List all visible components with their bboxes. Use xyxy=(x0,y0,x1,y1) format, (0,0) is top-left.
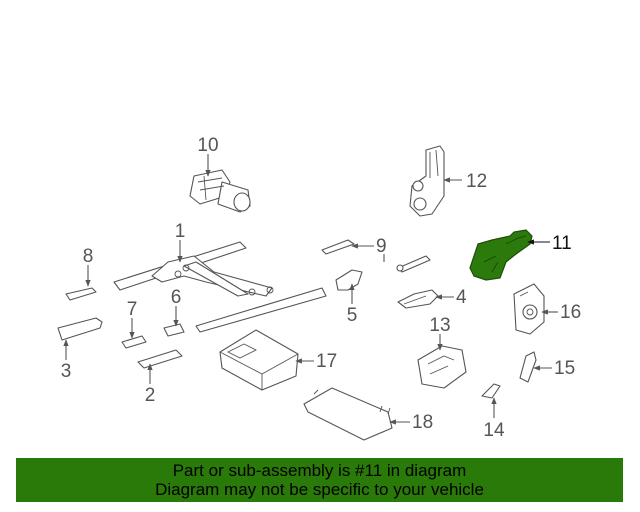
part-5-bracket[interactable] xyxy=(335,269,363,291)
part-18-tray[interactable] xyxy=(303,387,393,441)
callout-8: 8 xyxy=(83,246,94,267)
callout-5: 5 xyxy=(347,305,358,326)
part-4-trim-cover[interactable] xyxy=(397,289,439,309)
part-12-recliner-motor[interactable] xyxy=(409,145,445,217)
part-1-seat-track-frame[interactable] xyxy=(113,241,327,333)
callout-10: 10 xyxy=(197,135,218,156)
part-13-switch-bezel[interactable] xyxy=(417,345,467,389)
part-16-lumbar-switch[interactable] xyxy=(513,283,545,335)
callout-7: 7 xyxy=(127,299,138,320)
part-8-trim-cover[interactable] xyxy=(65,287,97,301)
callout-15: 15 xyxy=(554,358,575,379)
callout-17: 17 xyxy=(316,351,337,372)
callout-6: 6 xyxy=(171,287,182,308)
part-15-trim-piece[interactable] xyxy=(519,351,537,383)
part-11-highlighted-switch[interactable] xyxy=(469,229,533,281)
callout-11: 11 xyxy=(552,233,572,254)
part-2-trim-cover[interactable] xyxy=(137,349,183,369)
part-17-control-module[interactable] xyxy=(219,329,299,391)
callout-14: 14 xyxy=(483,420,505,441)
callout-12: 12 xyxy=(466,171,487,192)
callout-labels: 10 12 1 8 9 11 6 7 4 5 16 13 3 17 15 2 1… xyxy=(61,135,581,441)
callout-18: 18 xyxy=(412,412,433,433)
part-10-seat-motor[interactable] xyxy=(189,169,251,213)
part-info-banner: Part or sub-assembly is #11 in diagram D… xyxy=(16,458,623,502)
callout-4: 4 xyxy=(456,287,467,308)
callout-16: 16 xyxy=(560,302,581,323)
part-14-trim-piece[interactable] xyxy=(481,383,501,399)
banner-line-part-number: Part or sub-assembly is #11 in diagram xyxy=(172,461,467,480)
callout-2: 2 xyxy=(145,385,156,406)
part-7-trim-strip[interactable] xyxy=(121,335,147,349)
part-9-track-covers[interactable] xyxy=(321,239,431,273)
part-3-bracket[interactable] xyxy=(57,317,103,341)
banner-line-disclaimer: Diagram may not be specific to your vehi… xyxy=(155,480,484,499)
callout-13: 13 xyxy=(429,315,450,336)
callout-1: 1 xyxy=(175,221,186,242)
part-6-clip[interactable] xyxy=(163,323,185,337)
callout-3: 3 xyxy=(61,361,72,382)
callout-9: 9 xyxy=(376,236,387,257)
leader-lines xyxy=(63,154,558,425)
